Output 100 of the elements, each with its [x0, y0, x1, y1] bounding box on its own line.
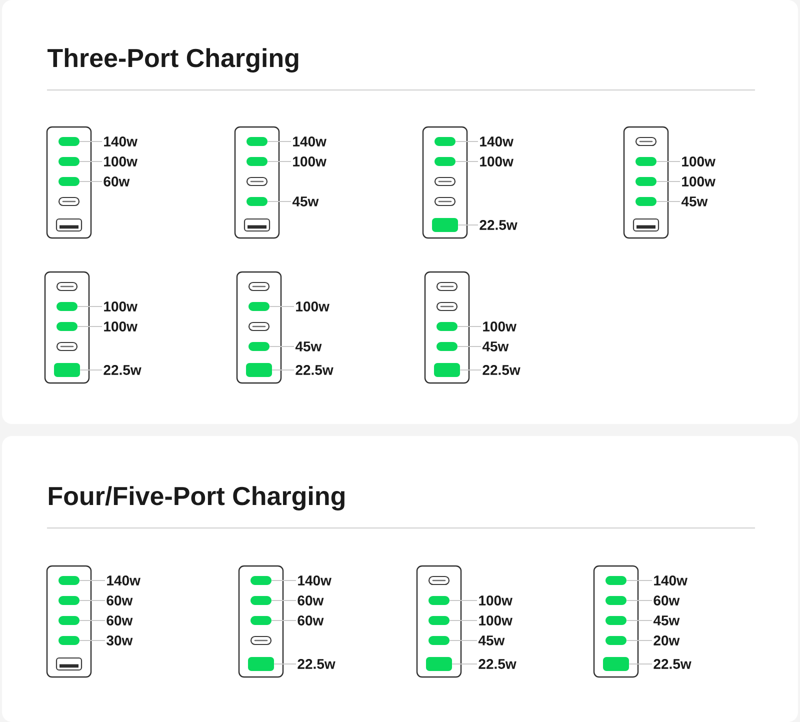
leader-line	[626, 580, 652, 581]
leader-line	[79, 141, 102, 142]
wattage-label: 100w	[104, 156, 138, 166]
wattage-label: 140w	[107, 576, 140, 586]
wattage-label: 60w	[106, 616, 133, 626]
wattage-label: 22.5w	[298, 659, 336, 669]
leader-line	[455, 161, 478, 162]
charger-outline	[422, 126, 468, 239]
inactive-port	[434, 196, 456, 206]
wattage-label: 45w	[482, 342, 509, 352]
leader-line	[455, 141, 478, 142]
wattage-label: 22.5w	[296, 365, 334, 375]
active-port	[603, 657, 629, 671]
inactive-port	[436, 282, 458, 292]
leader-line	[626, 640, 652, 641]
active-port	[426, 657, 452, 671]
leader-line	[626, 600, 652, 601]
leader-line	[79, 580, 106, 581]
wattage-label: 20w	[654, 636, 680, 646]
leader-line	[269, 306, 294, 307]
charger-outline	[416, 565, 462, 678]
wattage-label: 140w	[654, 576, 688, 586]
wattage-label: 22.5w	[104, 365, 142, 375]
wattage-label: 100w	[104, 302, 138, 312]
leader-line	[271, 620, 296, 621]
wattage-label: 22.5w	[480, 220, 518, 230]
wattage-label: 100w	[479, 596, 512, 606]
active-port	[636, 157, 656, 166]
wattage-label: 100w	[682, 156, 716, 166]
active-port	[246, 363, 272, 377]
charger-outline	[238, 565, 284, 678]
inactive-port	[244, 218, 270, 232]
active-port	[246, 157, 268, 166]
leader-line	[271, 580, 296, 581]
active-port	[58, 177, 80, 186]
inactive-port	[246, 176, 268, 186]
wattage-label: 100w	[682, 176, 716, 186]
leader-line	[267, 201, 292, 202]
wattage-label: 45w	[681, 196, 708, 206]
inactive-port	[434, 176, 456, 186]
section-heading: Four/Five-Port Charging	[48, 486, 344, 510]
leader-line	[656, 201, 680, 202]
wattage-label: 22.5w	[654, 659, 692, 669]
section-heading: Three-Port Charging	[48, 48, 298, 72]
inactive-port	[56, 342, 78, 352]
wattage-label: 100w	[293, 156, 326, 166]
active-port	[58, 157, 80, 166]
leader-line	[77, 306, 102, 307]
inactive-port	[56, 218, 82, 232]
active-port	[434, 157, 456, 166]
wattage-label: 45w	[292, 196, 319, 206]
inactive-port	[56, 657, 82, 671]
active-port	[246, 137, 268, 146]
inactive-port	[436, 302, 458, 312]
wattage-label: 100w	[479, 616, 512, 626]
leader-line	[449, 600, 478, 601]
leader-line	[79, 620, 106, 621]
charger-outline	[46, 565, 92, 678]
leader-line	[656, 161, 680, 162]
wattage-label: 45w	[653, 616, 680, 626]
charger-outline	[623, 126, 669, 239]
active-port	[248, 657, 274, 671]
leader-line	[457, 346, 482, 347]
leader-line	[626, 620, 652, 621]
leader-line	[77, 326, 102, 327]
active-port	[54, 363, 80, 377]
wattage-label: 100w	[104, 322, 138, 332]
wattage-label: 22.5w	[478, 659, 516, 669]
inactive-port	[632, 218, 660, 232]
wattage-label: 45w	[478, 636, 505, 646]
charger-outline	[44, 271, 90, 384]
inactive-port	[250, 636, 272, 646]
inactive-port	[58, 196, 80, 206]
inactive-port	[428, 576, 450, 586]
leader-line	[267, 161, 292, 162]
active-port	[432, 218, 458, 232]
wattage-label: 140w	[480, 136, 514, 146]
active-port	[636, 177, 656, 186]
leader-line	[449, 640, 478, 641]
wattage-label: 60w	[104, 176, 130, 186]
active-port	[434, 363, 460, 377]
leader-line	[267, 141, 292, 142]
wattage-label: 100w	[483, 322, 516, 332]
leader-line	[79, 161, 102, 162]
charger-outline	[593, 565, 639, 678]
wattage-label: 60w	[298, 616, 324, 626]
wattage-label: 22.5w	[482, 365, 520, 375]
wattage-label: 140w	[104, 136, 138, 146]
leader-line	[79, 600, 106, 601]
active-port	[434, 137, 456, 146]
wattage-label: 60w	[106, 596, 133, 606]
active-port	[58, 137, 80, 146]
charger-outline	[236, 271, 282, 384]
leader-line	[271, 600, 296, 601]
leader-line	[79, 640, 106, 641]
inactive-port	[635, 136, 657, 146]
wattage-label: 60w	[654, 596, 680, 606]
wattage-label: 30w	[106, 636, 133, 646]
inactive-port	[248, 282, 270, 292]
leader-line	[269, 346, 294, 347]
